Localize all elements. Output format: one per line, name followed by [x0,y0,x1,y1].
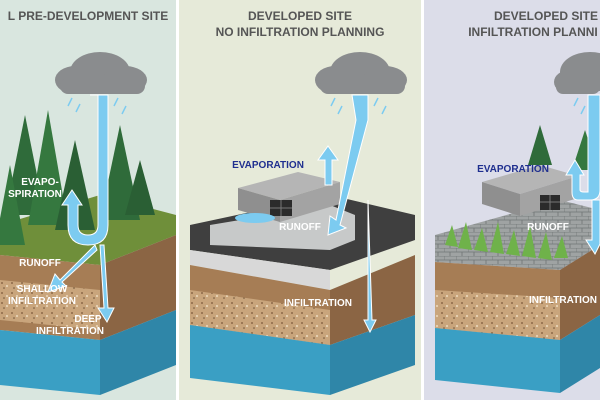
panel-3-cloud [554,52,600,94]
panel-1-title: L PRE-DEVELOPMENT SITE [8,9,168,23]
evaporation-arrow-2 [317,145,339,186]
label-shallow-2: INFILTRATION [8,296,76,307]
panel-pre-development: L PRE-DEVELOPMENT SITE [0,0,176,400]
panel-3-gravel [435,290,560,340]
panel-1-cloud [55,52,147,94]
label-deep-2: INFILTRATION [36,326,104,337]
panel-developed-with-infiltration: DEVELOPED SITE INFILTRATION PLANNI [424,0,600,400]
trees [0,110,155,245]
panel-3-building [482,165,578,216]
panel-3-tree [528,125,552,165]
panel-2-gravel [190,290,330,345]
label-evaporation-2: EVAPORATION [232,160,304,171]
panel-3-water-arrows [565,94,600,256]
label-runoff-2: RUNOFF [279,222,321,233]
panel-1-rain [67,97,127,115]
label-infiltration-2: INFILTRATION [284,298,352,309]
label-evapotranspiration-2: SPIRATION [8,189,62,200]
label-infiltration-3: INFILTRATION [529,295,597,306]
label-runoff-1: RUNOFF [19,258,61,269]
panel-divider-2 [421,0,424,400]
panel-3-title-line-1: DEVELOPED SITE [494,9,598,23]
label-evapotranspiration-1: EVAPO- [21,177,59,188]
label-evaporation-3: EVAPORATION [477,164,549,175]
panel-3-rain [573,97,586,115]
infiltration-arrow-2 [363,199,377,334]
panel-2-title-line-2: NO INFILTRATION PLANNING [216,25,385,39]
evaporation-arrow-3 [565,94,600,201]
panel-2-groundwater [190,325,330,395]
panel-1-water-arrows [47,94,115,324]
runoff-arrow-2 [327,94,369,236]
panel-2-puddle [235,213,275,223]
panel-3-title-line-2: INFILTRATION PLANNI [468,25,598,39]
runoff-arrow [47,244,98,293]
label-runoff-3: RUNOFF [527,222,569,233]
label-deep-1: DEEP [74,314,102,325]
panel-developed-no-infiltration: DEVELOPED SITE NO INFILTRATION PLANNING [179,0,421,400]
panel-2-building [238,172,340,222]
panel-2-water-arrows [317,94,377,334]
panel-1-gravel [0,280,100,330]
panel-2-rain [330,97,387,115]
label-shallow-1: SHALLOW [17,284,68,295]
panel-divider-1 [176,0,179,400]
infiltration-arrow-3 [585,199,600,256]
panel-3-groundwater [435,328,560,393]
panel-1-groundwater [0,330,100,395]
panel-2-title-line-1: DEVELOPED SITE [248,9,352,23]
panel-3-rain-garden [445,222,568,260]
panel-2-cloud [315,52,407,94]
evapotranspiration-arrow [61,94,109,246]
deep-infiltration-arrow [97,244,115,324]
